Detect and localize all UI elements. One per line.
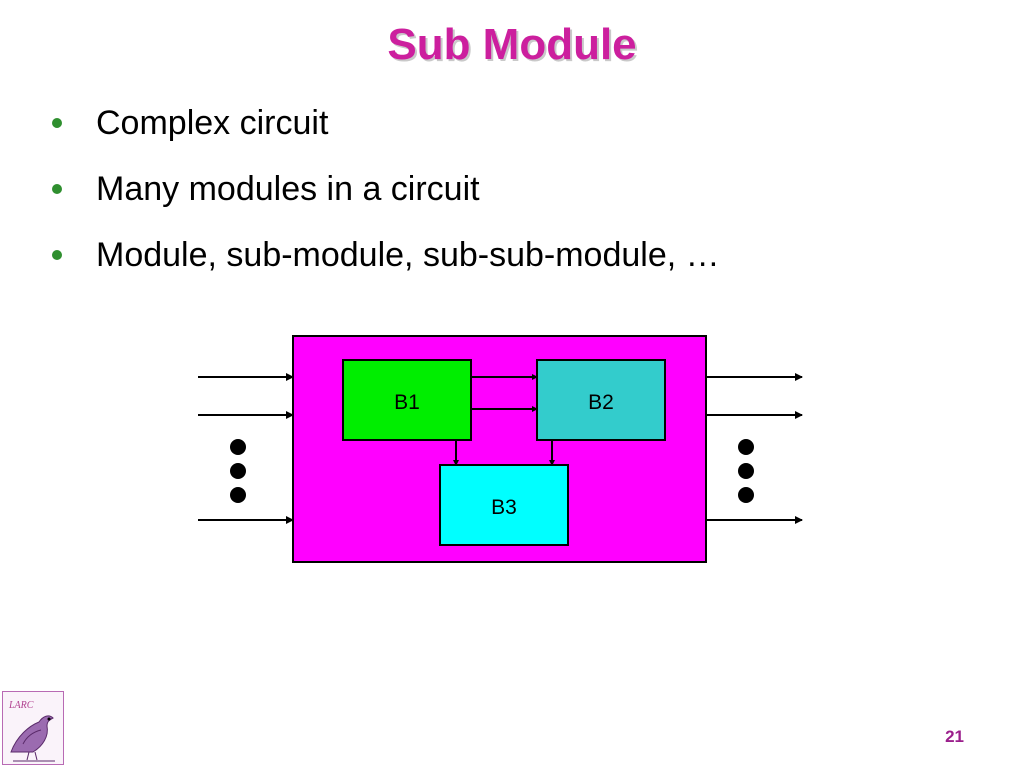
- bullet-list: Complex circuit Many modules in a circui…: [52, 100, 720, 298]
- ellipsis-dot: [230, 463, 246, 479]
- page-number: 21: [945, 727, 964, 746]
- block-b3: [439, 464, 569, 546]
- block-b3-label: B3: [491, 496, 517, 519]
- bullet-item: Many modules in a circuit: [52, 166, 720, 232]
- bird-icon: LARC: [8, 700, 55, 762]
- slide-title: Sub Module: [387, 20, 637, 69]
- ellipsis-dot: [738, 439, 754, 455]
- ellipsis-dot: [230, 487, 246, 503]
- bullet-text: Complex circuit: [96, 104, 329, 142]
- bullet-text: Many modules in a circuit: [96, 170, 480, 208]
- block-b2: [536, 359, 666, 441]
- bullet-item: Complex circuit: [52, 100, 720, 166]
- bullet-icon: [52, 184, 62, 194]
- bullet-icon: [52, 250, 62, 260]
- ellipsis-dot: [230, 439, 246, 455]
- bullet-icon: [52, 118, 62, 128]
- logo-text: LARC: [8, 700, 34, 711]
- bullet-text: Module, sub-module, sub-sub-module, …: [96, 236, 720, 274]
- block-b1: [342, 359, 472, 441]
- ellipsis-dot: [738, 463, 754, 479]
- bullet-item: Module, sub-module, sub-sub-module, …: [52, 232, 720, 298]
- ellipsis-dot: [738, 487, 754, 503]
- larc-logo: LARC: [2, 691, 64, 765]
- block-b1-label: B1: [394, 391, 420, 414]
- block-b2-label: B2: [588, 391, 614, 414]
